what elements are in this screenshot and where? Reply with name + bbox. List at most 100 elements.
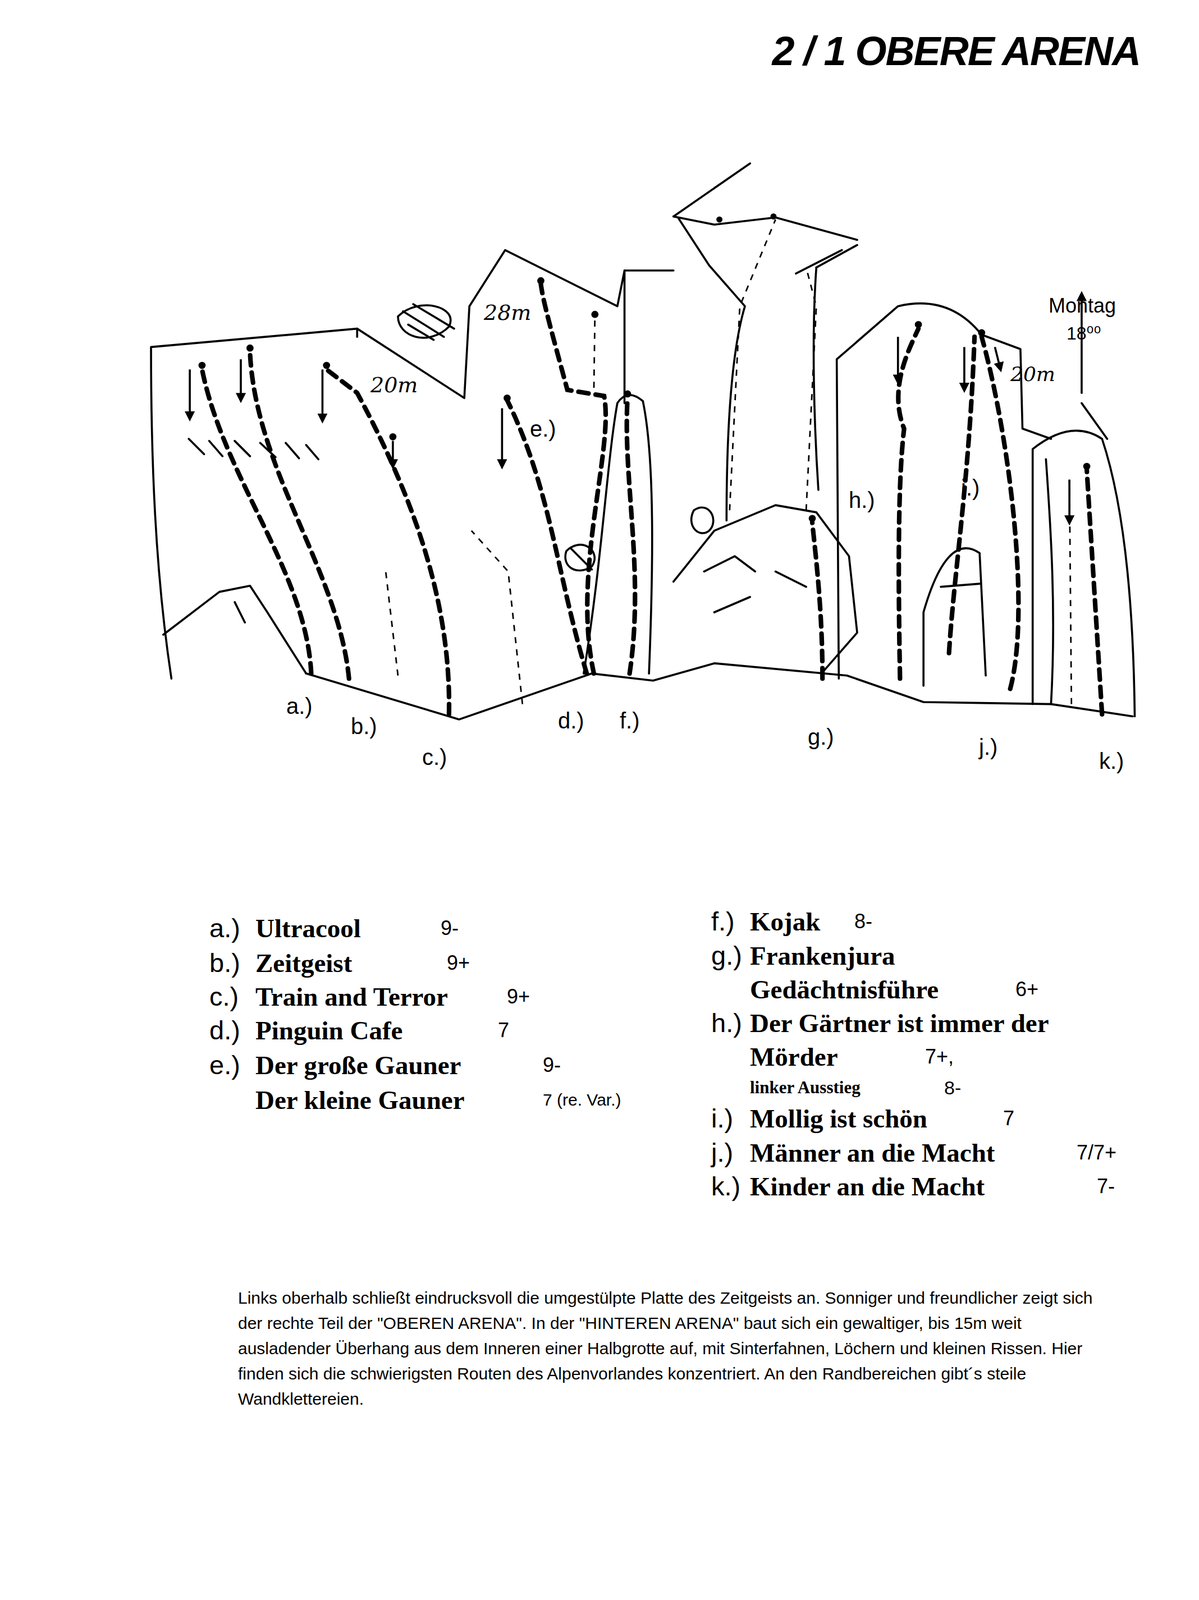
topo-line [729,219,776,511]
grade: 9- [542,1053,561,1078]
topo-line [163,586,307,674]
list-letter: h.) [711,1007,743,1040]
topo-line [322,362,331,370]
topo-line [150,250,625,680]
route-letter: i.) [960,474,980,502]
grade: 9- [440,916,459,941]
route-letter: f.) [619,707,640,735]
topo-line [808,514,817,523]
topo-line [1086,469,1102,715]
list-letter: k.) [711,1170,741,1203]
topo-line [385,571,398,676]
topo-line [624,390,632,398]
topo-line [1069,479,1072,705]
topo-line [305,663,1133,720]
length-note: 20m [1010,362,1056,387]
topo-line [716,216,723,223]
length-note: 28m [483,300,532,327]
grade: 7 (re. Var.) [542,1090,621,1111]
topo-line [391,441,395,465]
topo-line [940,583,980,587]
route-name: Frankenjura Gedächtnisführe [749,939,1009,1007]
grade: 7 [1003,1106,1015,1131]
route-letter: j.) [978,733,998,761]
topo-line [246,344,254,352]
variant-name: linker Ausstieg [749,1077,861,1098]
topo-line [678,218,745,521]
topo-line [198,213,1091,523]
list-letter: b.) [209,947,241,979]
topo-line [1068,479,1071,521]
topo-line [389,433,397,441]
sun-note: Montag [1048,293,1116,318]
list-letter: j.) [711,1137,734,1169]
length-note: 20m [370,372,418,399]
route-name: Pinguin Cafe [255,1014,403,1047]
topo-line [1081,403,1107,439]
list-letter: c.) [209,981,239,1013]
topo-line [249,351,349,679]
topo-line [239,359,242,398]
topo-line [150,163,1135,720]
topo-line [624,269,674,272]
topo-line [234,602,245,623]
topo-line [963,346,966,388]
sun-note: 18⁰⁰ [1066,322,1101,345]
route-name: Ultracool [255,912,361,945]
grade: 7/7+ [1076,1140,1117,1165]
topo-line [914,321,923,329]
route-name: Mollig ist schön [749,1103,928,1135]
topo-line [202,369,312,674]
route-letter: h.) [848,486,876,514]
topo-line [503,394,511,402]
topo-line [977,329,986,337]
list-letter: f.) [711,905,735,938]
topo-line [981,336,1019,689]
route-letter: a.) [286,692,313,720]
route-letter: d.) [557,707,585,735]
list-letter: g.) [711,940,743,972]
topo-line [770,213,777,220]
topo-line [673,216,858,241]
topo-line [593,316,596,388]
grade: 8- [944,1076,961,1100]
route-letter: c.) [422,743,447,771]
route-name: Der kleine Gauner [255,1084,465,1116]
list-letter: a.) [209,912,241,945]
description-text: Links oberhalb schließt eindrucksvoll di… [238,1285,1114,1412]
topo-line [321,369,324,419]
topo-line [188,438,319,460]
route-letter: g.) [807,723,835,751]
grade: 7 [497,1018,510,1043]
route-name: Train and Terror [255,981,448,1013]
topo-line [627,397,636,674]
topo-line [397,304,455,341]
topo-line [189,336,1070,521]
topo-line [537,277,545,285]
route-name: Kinder an die Macht [749,1170,985,1203]
route-name: Der große Gauner [255,1049,461,1082]
topo-line [471,531,523,705]
list-letter: d.) [209,1014,241,1047]
topo-line [591,310,599,319]
topo-line [795,245,858,274]
topo-line [898,328,919,680]
topo-line [1083,463,1091,471]
topo-line [506,400,587,674]
route-name: Männer an die Macht [749,1137,995,1169]
topo-line [501,408,504,465]
topo-line [188,369,191,417]
topo-line [1032,430,1136,717]
grade: 9+ [446,950,470,976]
route-letter: k.) [1099,747,1124,775]
topo-line [691,507,714,534]
grade: 9+ [506,984,530,1009]
route-name: Kojak [749,905,821,938]
topo-line [806,267,817,511]
route-name: Der Gärtner ist immer der Mörder [749,1006,1087,1074]
topo-line [673,163,750,217]
page-title: 2 / 1 OBERE ARENA [772,26,1141,76]
topo-line [897,336,900,380]
route-letter: b.) [350,712,378,740]
